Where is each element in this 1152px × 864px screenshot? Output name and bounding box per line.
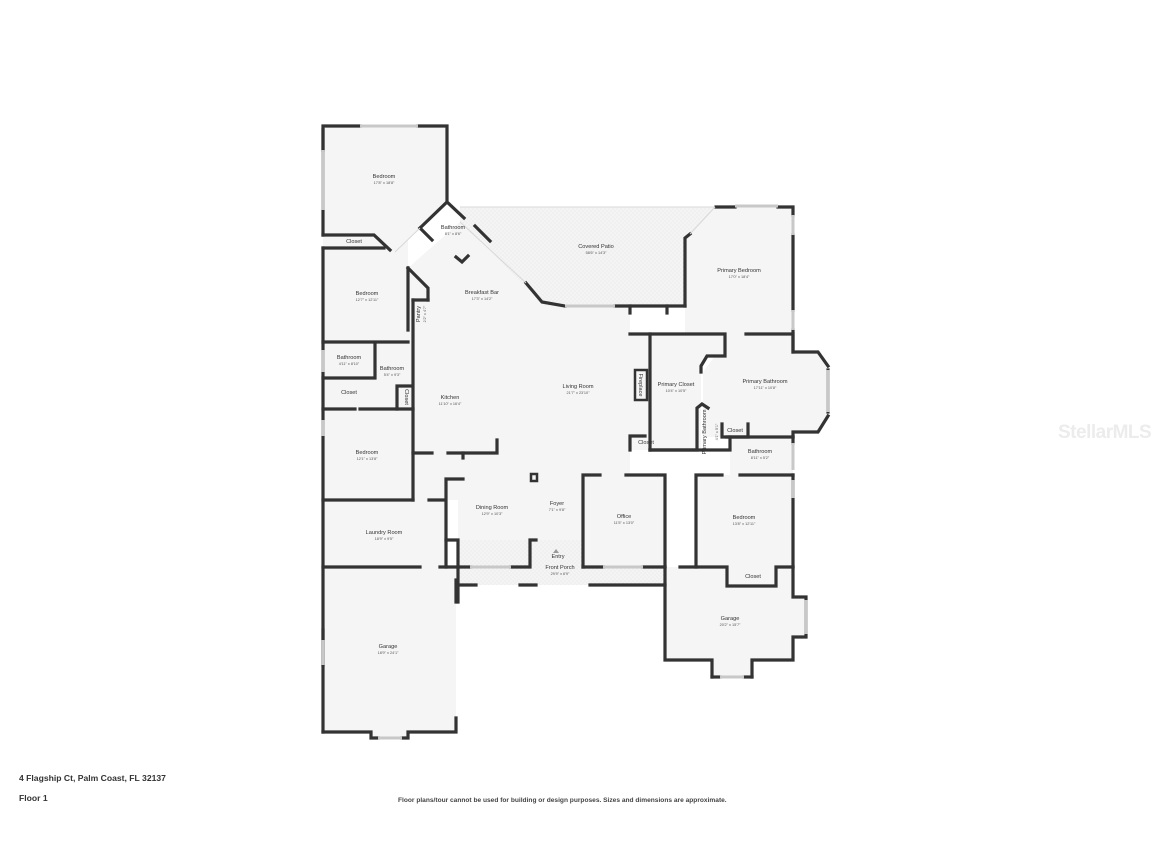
svg-text:Bedroom: Bedroom [373,174,396,180]
svg-text:4'11" x 8'10": 4'11" x 8'10" [339,362,360,366]
svg-text:58'6" x 14'3": 58'6" x 14'3" [586,251,607,255]
svg-text:Living Room: Living Room [562,384,593,390]
svg-text:12'9" x 10'3": 12'9" x 10'3" [482,512,503,516]
svg-text:Bathroom: Bathroom [337,355,362,361]
svg-text:Covered Patio: Covered Patio [578,244,613,250]
room-closet-6: Closet [745,574,761,580]
svg-text:7'1" x 9'8": 7'1" x 9'8" [549,508,566,512]
svg-text:17'3" x 14'2": 17'3" x 14'2" [472,297,493,301]
svg-text:21'7" x 23'10": 21'7" x 23'10" [567,391,591,395]
property-address: 4 Flagship Ct, Palm Coast, FL 32137 [19,773,166,783]
svg-text:Primary Bedroom: Primary Bedroom [717,268,761,274]
svg-text:17'0" x 18'4": 17'0" x 18'4" [729,275,750,279]
watermark-logo: StellarMLS [1058,422,1152,443]
svg-text:11'5" x 13'0": 11'5" x 13'0" [614,521,635,525]
svg-text:Closet: Closet [403,389,409,405]
svg-text:Foyer: Foyer [550,501,564,507]
svg-text:20'2" x 15'7": 20'2" x 15'7" [720,623,741,627]
svg-text:Breakfast Bar: Breakfast Bar [465,290,499,296]
svg-text:Laundry Room: Laundry Room [366,530,403,536]
svg-text:Entry: Entry [551,554,564,560]
svg-text:Garage: Garage [379,644,398,650]
room-closet-4: Closet [727,428,743,434]
svg-text:Closet: Closet [341,390,357,396]
svg-text:5'4" x 9'3": 5'4" x 9'3" [384,373,401,377]
svg-text:12'1" x 13'8": 12'1" x 13'8" [357,457,378,461]
walls [321,124,831,740]
room-closet-5: Closet [638,440,654,446]
svg-text:8'11" x 5'2": 8'11" x 5'2" [751,456,770,460]
svg-text:4'1" x 5'1": 4'1" x 5'1" [715,423,719,440]
svg-text:Front Porch: Front Porch [545,565,574,571]
svg-text:18'9" x 24'1": 18'9" x 24'1" [378,651,399,655]
svg-text:11'10" x 16'4": 11'10" x 16'4" [439,402,462,406]
svg-text:10'4" x 10'5": 10'4" x 10'5" [666,389,687,393]
svg-text:Bedroom: Bedroom [733,515,756,521]
svg-text:29'9" x 6'9": 29'9" x 6'9" [551,572,570,576]
svg-text:13'8" x 12'11": 13'8" x 12'11" [733,522,756,526]
svg-text:Closet: Closet [346,239,362,245]
svg-text:8'1" x 8'6": 8'1" x 8'6" [445,232,462,236]
svg-text:Pantry: Pantry [416,306,422,322]
svg-text:Closet: Closet [638,440,654,446]
floor-label: Floor 1 [19,793,48,803]
svg-text:18'9" x 9'5": 18'9" x 9'5" [375,537,394,541]
svg-text:Bedroom: Bedroom [356,450,379,456]
svg-text:Bathroom: Bathroom [380,366,405,372]
svg-text:Office: Office [617,514,632,520]
room-fireplace: Fireplace [637,373,643,396]
windows [321,124,830,740]
svg-text:17'11" x 10'8": 17'11" x 10'8" [754,386,777,390]
svg-text:Bedroom: Bedroom [356,291,379,297]
room-entry: Entry [551,554,564,560]
svg-text:17'8" x 18'8": 17'8" x 18'8" [374,181,395,185]
room-closet-3: Closet [403,389,409,405]
svg-text:Fireplace: Fireplace [637,373,643,396]
entry-arrow-icon [553,549,559,553]
room-primary-bathroom-small: Primary Bathroom 4'1" x 5'1" [702,409,719,454]
svg-text:Primary Closet: Primary Closet [658,382,695,388]
svg-text:Dining Room: Dining Room [476,505,509,511]
svg-text:Primary Bathroom: Primary Bathroom [702,409,708,454]
svg-text:Closet: Closet [727,428,743,434]
svg-text:Bathroom: Bathroom [748,449,773,455]
svg-text:Closet: Closet [745,574,761,580]
svg-text:2'2" x 4'7": 2'2" x 4'7" [423,305,427,322]
floor-fills [323,126,828,738]
room-closet-2: Closet [341,390,357,396]
svg-text:Primary Bathroom: Primary Bathroom [742,379,787,385]
svg-text:12'7" x 12'11": 12'7" x 12'11" [356,298,379,302]
svg-text:Garage: Garage [721,616,740,622]
disclaimer-text: Floor plans/tour cannot be used for buil… [398,797,727,804]
room-closet-1: Closet [346,239,362,245]
svg-text:Kitchen: Kitchen [441,395,460,401]
svg-text:Bathroom: Bathroom [441,225,466,231]
